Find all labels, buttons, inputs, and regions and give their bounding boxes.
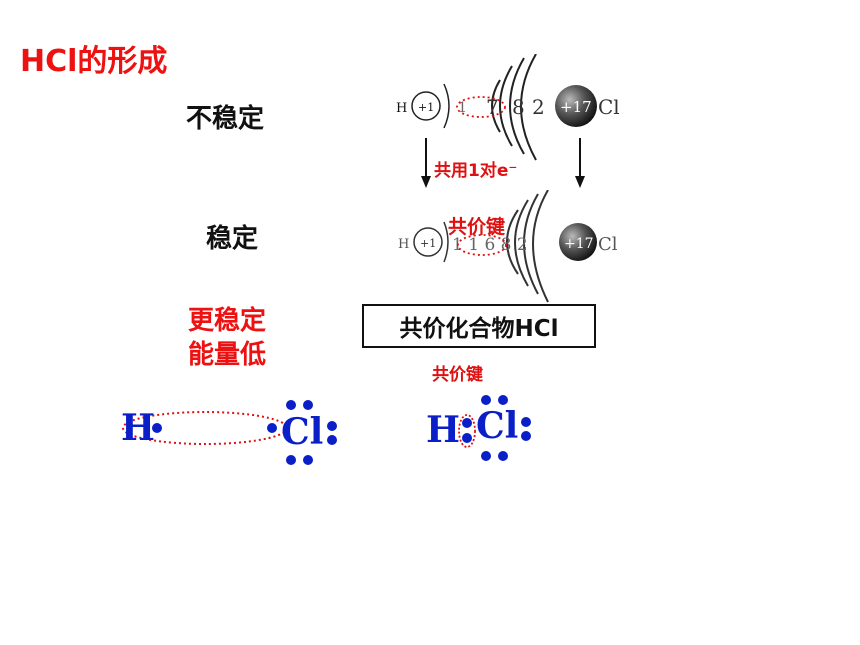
- cl-shell-arc-2: [499, 65, 513, 147]
- shared-dot-1: [462, 418, 472, 428]
- cl-dot-bottom2: [303, 455, 313, 465]
- cl-dot-right2: [327, 435, 337, 445]
- cl-symbol: Cl: [598, 95, 620, 119]
- lewis-separate: H Cl: [121, 400, 337, 465]
- cl-shell-arc-4: [520, 54, 537, 161]
- cl-shell-3: 7: [486, 95, 499, 119]
- h-nucleus-circle-bonded: [413, 227, 443, 257]
- h-shell-arc-bonded: [443, 221, 449, 263]
- cl-b-dot-right1: [521, 417, 531, 427]
- label-stable: 稳定: [206, 224, 259, 254]
- cl-shell-1: 2: [532, 95, 545, 119]
- cl-nucleus-charge-bonded: +17: [564, 236, 594, 252]
- cl-nucleus-charge: +17: [560, 98, 592, 116]
- h-shell-arc: [443, 83, 450, 129]
- h-nucleus-charge: +1: [418, 101, 434, 114]
- h-shell-electrons: 1: [458, 100, 467, 116]
- atom-structure-bonded: H +1 1 1 6 8 2 +17 Cl: [398, 190, 618, 303]
- bonded-shell-electrons: 1 1 6 8 2: [452, 235, 528, 255]
- cl-b-dot-bottom1: [481, 451, 491, 461]
- shared-dot-2: [462, 433, 472, 443]
- cl-shell-arc-3: [509, 57, 525, 155]
- cl-dot-right1: [327, 421, 337, 431]
- compound-box: 共价化合物HCl: [362, 304, 596, 348]
- h-symbol: H: [396, 101, 407, 116]
- h-nucleus-charge-bonded: +1: [420, 237, 436, 250]
- shared-pair-highlight: [457, 234, 507, 256]
- lewis-h-bonded: H: [426, 409, 460, 451]
- cl-symbol-bonded: Cl: [598, 234, 618, 255]
- cl-dot-top1: [286, 400, 296, 410]
- sharing-arrows: [421, 138, 585, 188]
- lewis-h: H: [121, 407, 155, 449]
- cl-dot-top2: [303, 400, 313, 410]
- cl-shell-arc-b1: [506, 209, 519, 275]
- arrow-cl-head: [575, 176, 585, 188]
- cl-b-dot-right2: [521, 431, 531, 441]
- atom-structure-separate: H +1 1 7 8 2 +17 Cl: [396, 54, 620, 161]
- lewis-cl: Cl: [281, 411, 323, 453]
- arrow-h-head: [421, 176, 431, 188]
- share-electron-label: 共用1对e⁻: [434, 161, 518, 181]
- cl-shell-arc-b2: [514, 199, 529, 287]
- label-unstable: 不稳定: [186, 104, 265, 134]
- cl-nucleus-sphere-bonded: [559, 223, 597, 261]
- cl-shell-arc-outer: [491, 79, 501, 133]
- h-symbol-bonded: H: [398, 237, 409, 252]
- cl-b-dot-top2: [498, 395, 508, 405]
- cl-shell-arc-b3: [523, 193, 539, 295]
- transfer-ellipse: [122, 411, 288, 445]
- lewis-bonded: H Cl: [426, 395, 531, 461]
- page-title: HCl的形成: [20, 44, 168, 79]
- h-nucleus-circle: [411, 91, 441, 121]
- covalent-bond-label: 共价键: [448, 216, 506, 238]
- cl-b-dot-bottom2: [498, 451, 508, 461]
- cl-dot-left: [267, 423, 277, 433]
- lewis-cl-bonded: Cl: [476, 405, 518, 447]
- label-more-stable: 更稳定: [188, 306, 267, 336]
- shared-electron-highlight: [456, 96, 506, 118]
- shared-pair-ellipse: [458, 414, 476, 448]
- covalent-bond-label-2: 共价键: [432, 365, 483, 385]
- cl-nucleus-sphere: [555, 85, 597, 127]
- cl-b-dot-top1: [481, 395, 491, 405]
- cl-shell-2: 8: [512, 95, 525, 119]
- cl-dot-bottom1: [286, 455, 296, 465]
- label-low-energy: 能量低: [188, 340, 267, 370]
- h-electron-dot: [152, 423, 162, 433]
- cl-shell-arc-b4: [532, 190, 549, 303]
